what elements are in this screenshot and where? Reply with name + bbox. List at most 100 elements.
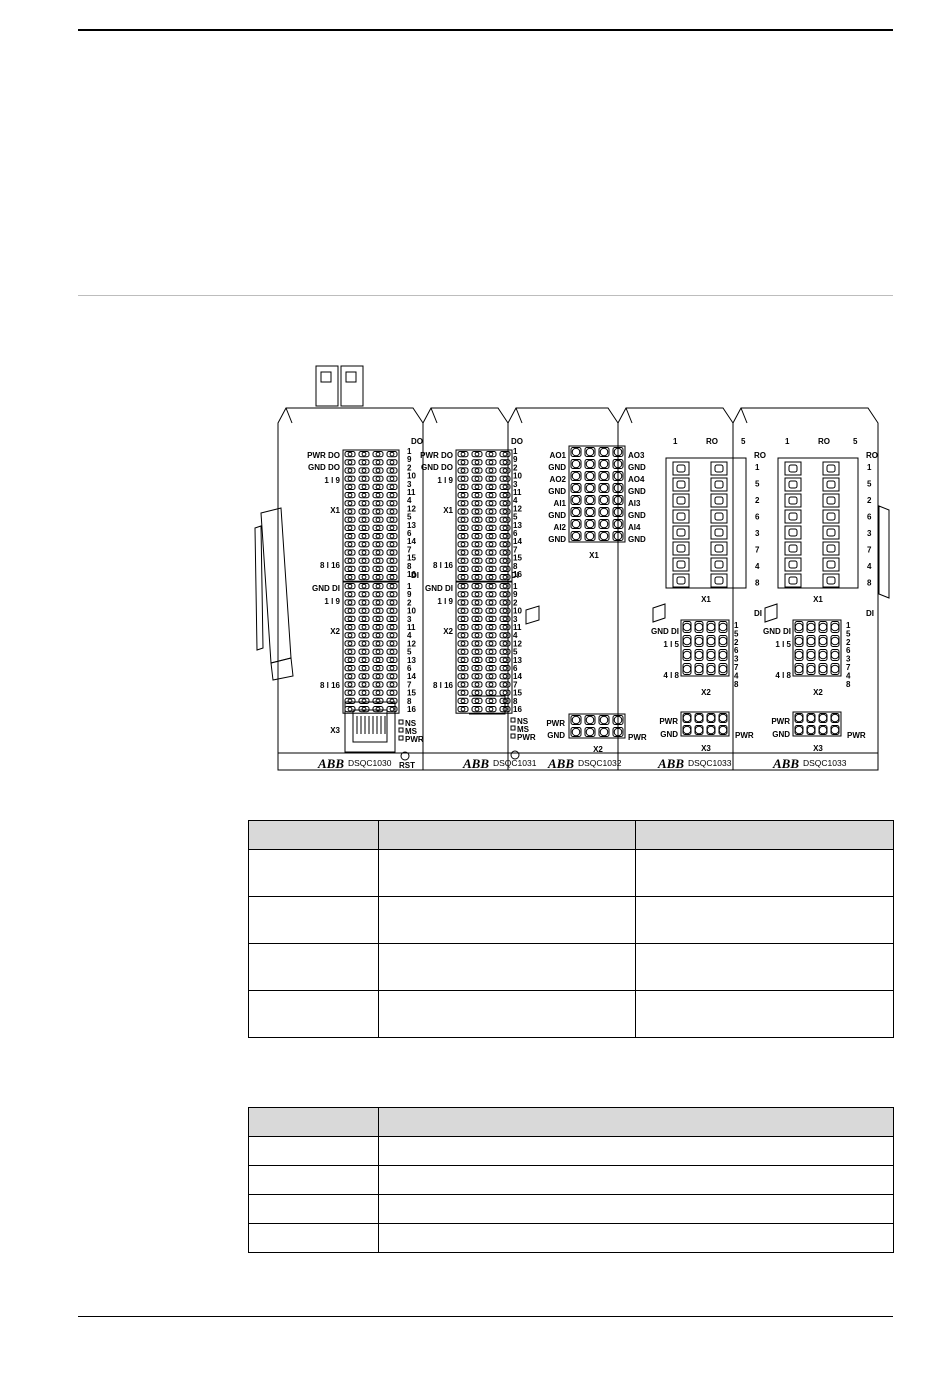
terminal-slot (485, 533, 497, 540)
relay-terminal (784, 557, 802, 572)
terminal-block-frame (680, 619, 730, 677)
terminal-screw (585, 519, 595, 529)
terminal-slot (344, 640, 356, 647)
do-header: DO (511, 437, 523, 446)
terminal-screw (474, 682, 480, 687)
terminal-slot (485, 483, 497, 491)
pin-number: 10 (513, 472, 522, 481)
relay-terminal-block (777, 457, 859, 589)
connector-label: X1 (443, 506, 453, 515)
terminal-screw (347, 641, 353, 646)
terminal-slot (457, 607, 469, 614)
terminal-screw (488, 509, 494, 514)
pin-number: 3 (513, 480, 518, 489)
terminal-slot (485, 607, 497, 614)
terminal-screw (718, 664, 728, 674)
connector-label: GND (628, 511, 646, 520)
terminal-screw (474, 574, 480, 580)
plug-body (340, 365, 364, 407)
relay-screw (788, 496, 798, 505)
terminal-slot (358, 574, 370, 581)
terminal-screw (460, 632, 466, 638)
terminal-slot (570, 447, 582, 457)
status-led-label: MS (517, 725, 530, 734)
terminal-screw (488, 492, 494, 498)
terminal-slot (358, 516, 370, 523)
terminal-screw (389, 591, 395, 597)
terminal-screw (347, 451, 353, 457)
terminal-screw (706, 636, 716, 646)
terminal-screw (389, 616, 395, 622)
terminal-screw (347, 690, 353, 696)
terminal-screw (613, 459, 623, 469)
connector-label: 8 l 16 (433, 561, 454, 570)
connector-label: GND DI (763, 627, 791, 636)
terminal-screw (375, 616, 381, 622)
relay-screw (676, 464, 686, 473)
terminal-slot (372, 624, 384, 631)
rail-clip-right (878, 505, 890, 599)
pin-number: 6 (734, 646, 739, 655)
pin-number: 9 (407, 455, 412, 464)
terminal-slot (372, 533, 384, 540)
terminal-slot (344, 451, 356, 458)
relay-screw (788, 512, 798, 521)
relay-terminal (822, 541, 840, 556)
connector-label: GND (628, 487, 646, 496)
pin-number: 14 (407, 537, 416, 546)
terminal-screw (361, 509, 367, 514)
terminal-slot (358, 640, 370, 647)
connector-label: PWR DO (307, 451, 340, 460)
terminal-screw (474, 706, 480, 712)
terminal-slot (358, 475, 370, 482)
terminal-screw (347, 476, 353, 482)
terminal-slot (598, 715, 610, 725)
pin-number: 7 (513, 680, 518, 689)
terminal-screw (361, 600, 367, 605)
terminal-block-frame (342, 449, 400, 582)
terminal-screw (794, 622, 804, 632)
terminal-slot (570, 459, 582, 469)
terminal-screw (585, 531, 595, 541)
terminal-slot (457, 467, 469, 474)
terminal-screw (460, 533, 466, 539)
terminal-screw (474, 476, 480, 482)
terminal-slot (499, 656, 511, 663)
relay-terminal (784, 573, 802, 588)
terminal-slot (344, 459, 356, 466)
terminal-slot (471, 615, 483, 622)
terminal-screw (375, 476, 381, 482)
terminal-screw (502, 566, 508, 572)
terminal-slot (386, 673, 398, 680)
terminal-screw (460, 451, 466, 457)
terminal-screw (488, 690, 494, 696)
terminal-slot (499, 607, 511, 614)
terminal-slot (457, 689, 469, 696)
terminal-screw (389, 608, 395, 614)
terminal-block-frame (568, 713, 626, 739)
terminal-slot (485, 665, 497, 672)
terminal-screw (389, 509, 395, 514)
terminal-screw (706, 664, 716, 674)
connector-label: AO3 (628, 451, 645, 460)
terminal-slot (598, 471, 610, 481)
terminal-screw (599, 507, 609, 517)
pin-number: 7 (867, 546, 872, 555)
pin-number: 13 (407, 521, 416, 530)
terminal-slot (358, 673, 370, 680)
terminal-slot (612, 447, 624, 457)
terminal-slot (499, 640, 511, 647)
pin-number: 16 (513, 705, 522, 714)
x1-label: X1 (589, 551, 599, 560)
abb-logo: ABB (772, 756, 799, 771)
terminal-screw (347, 459, 353, 465)
module-model-label: DSQC1033 (688, 758, 732, 768)
terminal-block-x2 (342, 581, 400, 714)
pin-number: 2 (513, 463, 518, 472)
terminal-slot (344, 533, 356, 540)
terminal-screw (347, 608, 353, 614)
terminal-slot (344, 697, 356, 704)
terminal-block-di (792, 619, 842, 677)
terminal-screw (502, 641, 508, 646)
terminal-slot (570, 715, 582, 725)
